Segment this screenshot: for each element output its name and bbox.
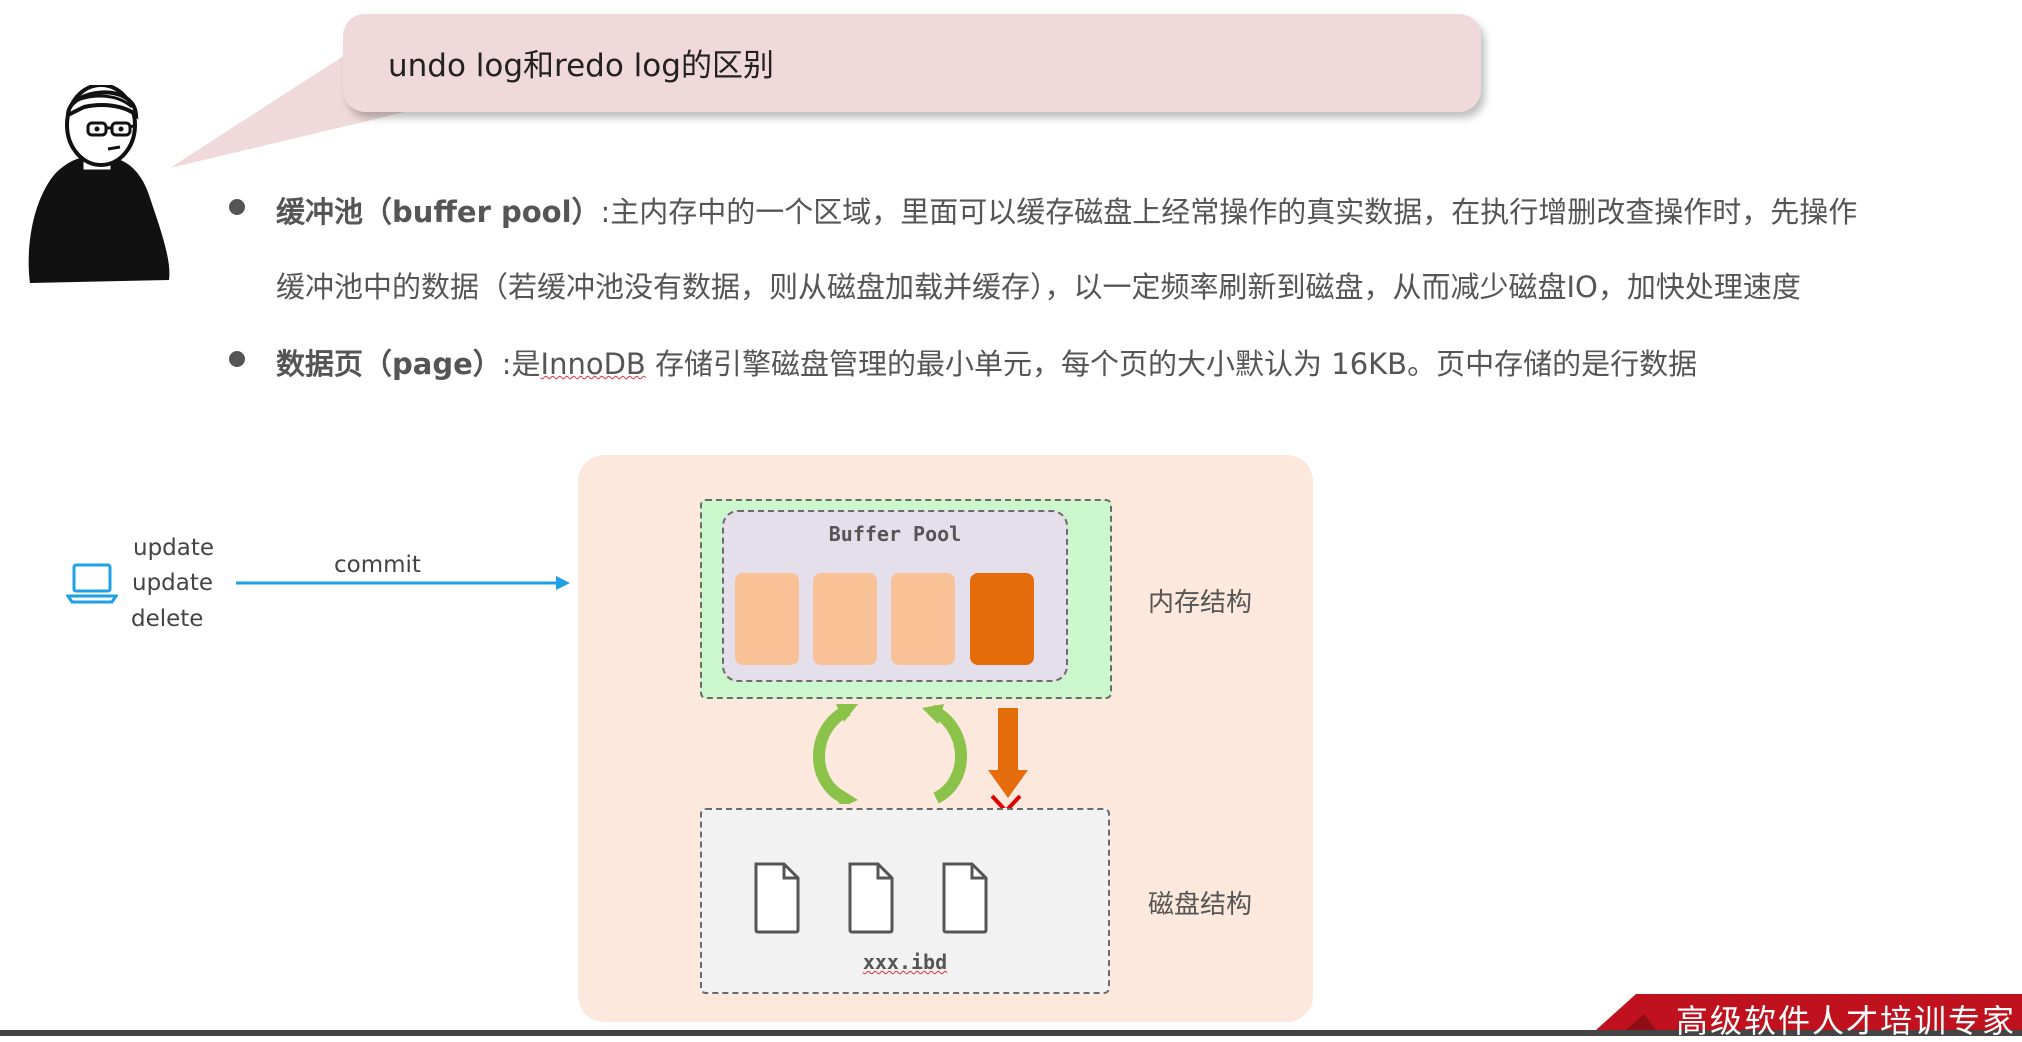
buffer-pool-term: 缓冲池（buffer pool） xyxy=(276,195,601,229)
buffer-page xyxy=(735,573,799,665)
footer-slogan: 高级软件人才培训专家 xyxy=(1676,1002,2017,1040)
commit-arrow xyxy=(236,576,570,590)
footer-bar xyxy=(0,1030,2022,1036)
bullet-buffer-pool-line1: 缓冲池（buffer pool）:主内存中的一个区域，里面可以缓存磁盘上经常操作… xyxy=(276,189,1857,231)
ibd-filename: xxx.ibd xyxy=(862,950,948,974)
data-file-icon xyxy=(848,862,894,934)
memory-structure-label: 内存结构 xyxy=(1148,588,1253,618)
buffer-page xyxy=(891,573,955,665)
client-op-update-2: update xyxy=(132,570,214,596)
slide-title: undo log和redo log的区别 xyxy=(388,48,774,84)
buffer-pool-label: Buffer Pool xyxy=(828,522,962,546)
footer-banner xyxy=(1596,994,2022,1030)
laptop-icon xyxy=(66,563,118,604)
bullet-buffer-pool-line2: 缓冲池中的数据（若缓冲池没有数据，则从磁盘加载并缓存），以一定频率刷新到磁盘，从… xyxy=(276,270,1801,304)
ibd-file-label: xxx.ibd xyxy=(700,950,1110,974)
presenter-avatar-icon xyxy=(28,85,170,283)
dirty-buffer-page xyxy=(970,573,1034,665)
load-flush-cycle-arrows xyxy=(813,704,967,804)
buffer-page xyxy=(813,573,877,665)
bullet-marker xyxy=(229,351,245,367)
page-desc-pre: :是 xyxy=(501,347,541,381)
data-file-icon xyxy=(942,862,988,934)
innodb-term: InnoDB xyxy=(540,347,646,381)
client-op-update-1: update xyxy=(133,535,215,561)
page-term: 数据页（page） xyxy=(276,347,502,381)
bullet-page-line: 数据页（page）:是InnoDB 存储引擎磁盘管理的最小单元，每个页的大小默认… xyxy=(276,341,1697,383)
disk-structure-label: 磁盘结构 xyxy=(1148,890,1253,920)
page-desc-post: 存储引擎磁盘管理的最小单元，每个页的大小默认为 16KB。页中存储的是行数据 xyxy=(645,347,1698,381)
data-file-icon xyxy=(754,862,800,934)
speech-bubble xyxy=(343,14,1481,112)
bullet-marker xyxy=(229,199,245,215)
commit-label: commit xyxy=(334,552,421,578)
client-op-delete: delete xyxy=(131,606,204,632)
flush-down-arrow xyxy=(988,708,1028,798)
buffer-pool-desc-1: :主内存中的一个区域，里面可以缓存磁盘上经常操作的真实数据，在执行增删改查操作时… xyxy=(600,195,1858,229)
